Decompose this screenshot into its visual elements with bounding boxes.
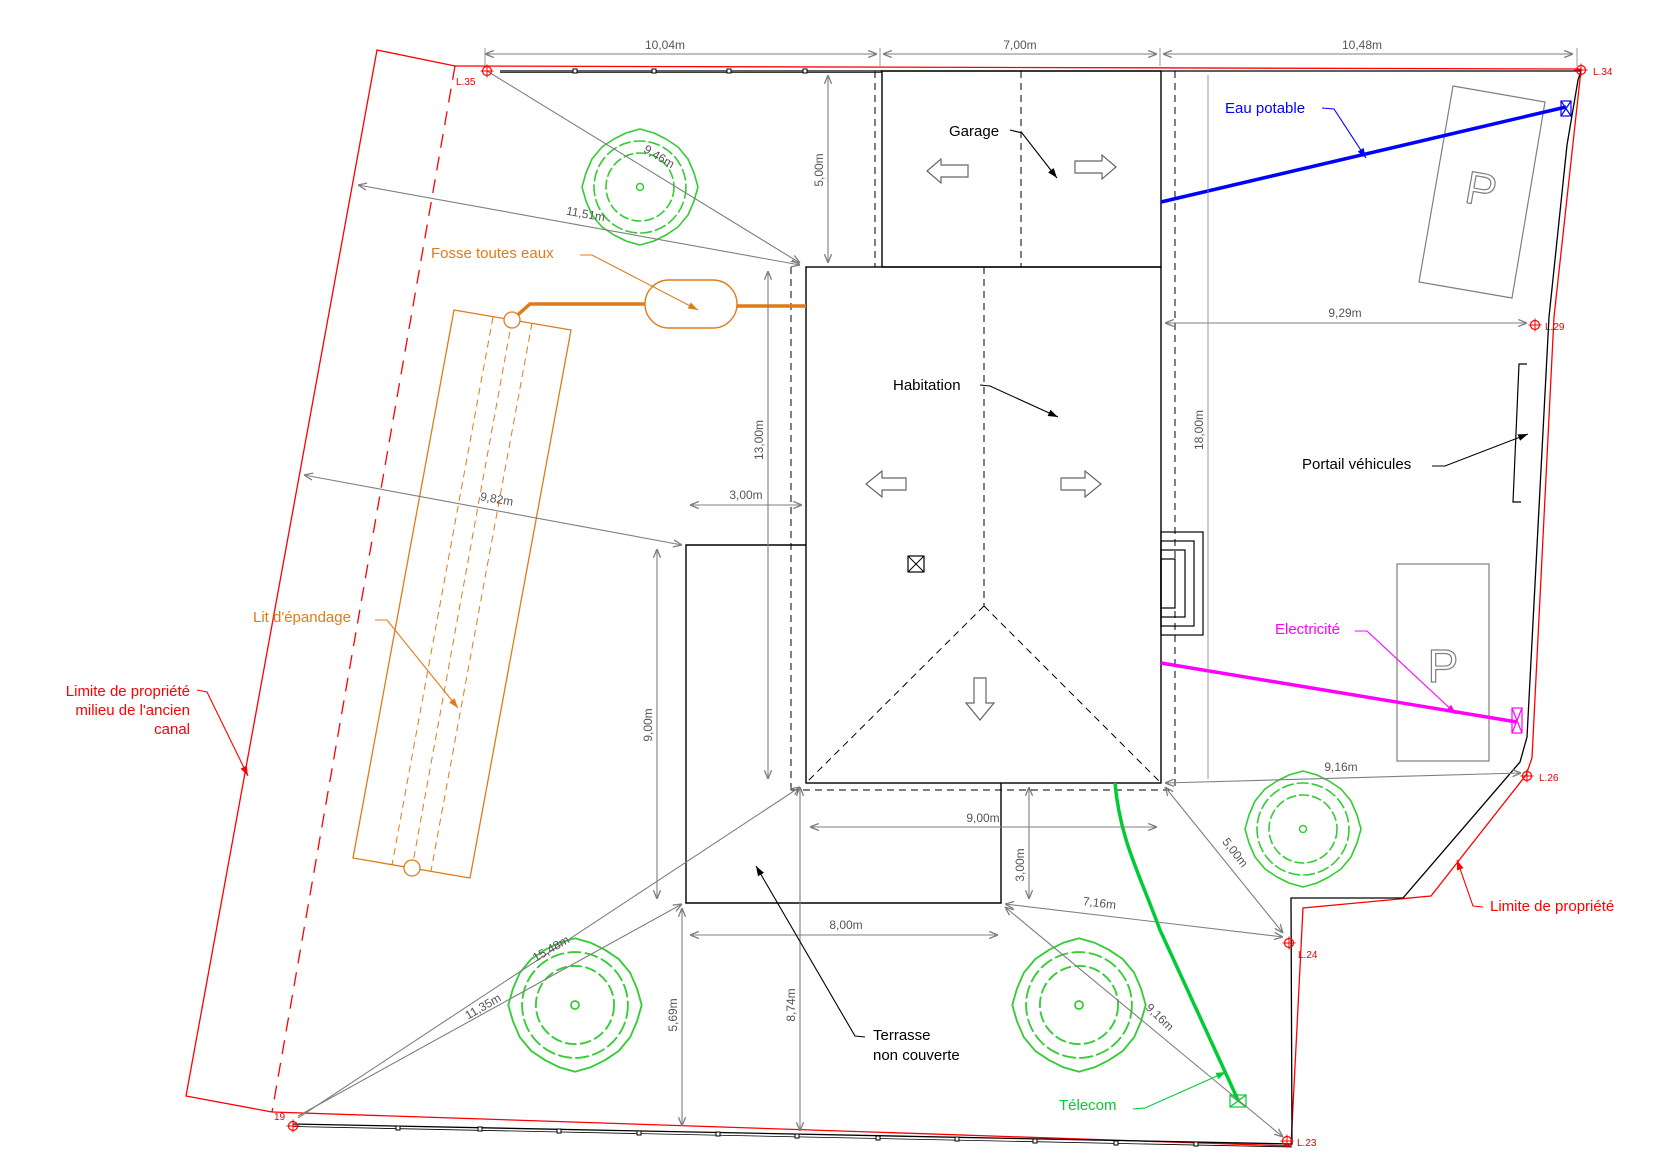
survey-point-icon xyxy=(1573,62,1589,78)
tree-icon xyxy=(581,128,699,246)
point-l26: L.26 xyxy=(1539,773,1559,784)
septic-tank xyxy=(644,279,738,329)
dim-right-18: 18,00m xyxy=(1192,410,1206,450)
tree-icon xyxy=(1244,770,1362,888)
fence xyxy=(292,70,1582,1148)
arrow-left-icon xyxy=(926,157,969,185)
chimney-stair xyxy=(1160,531,1204,636)
label-limite-canal-2: milieu de l'ancien xyxy=(75,702,190,719)
dim-diag-916a: 9,16m xyxy=(1324,760,1357,774)
dim-ter-3h: 3,00m xyxy=(1013,848,1027,881)
point-19: 19 xyxy=(274,1112,286,1123)
dim-diag-982: 9,82m xyxy=(479,489,514,509)
dim-diag-916b: 9,16m xyxy=(1143,1001,1177,1034)
point-l35: L.35 xyxy=(456,77,476,88)
dim-diag-1151: 11,51m xyxy=(565,204,606,225)
fence-posts xyxy=(395,68,1199,1147)
terrasse xyxy=(685,544,1002,904)
electricity-line xyxy=(1160,661,1518,724)
garage xyxy=(874,70,1162,268)
tree-icon xyxy=(507,937,643,1073)
label-terrasse-2: non couverte xyxy=(873,1047,960,1064)
tree-icon xyxy=(1011,937,1147,1073)
survey-points: L.35 L.34 L.29 L.26 L.24 L.23 19 xyxy=(274,62,1613,1149)
label-garage: Garage xyxy=(949,123,999,140)
parking-label: P xyxy=(1462,161,1501,218)
dim-diag-5: 5,00m xyxy=(1219,835,1251,870)
dim-ter-3w: 3,00m xyxy=(729,488,762,502)
dim-garage-depth: 5,00m xyxy=(812,153,826,186)
label-telecom: Télecom xyxy=(1059,1097,1117,1114)
dim-top-right: 10,48m xyxy=(1342,38,1382,52)
dim-top-left: 10,04m xyxy=(645,38,685,52)
point-l29: L.29 xyxy=(1545,322,1565,333)
dim-top-mid: 7,00m xyxy=(1003,38,1036,52)
dim-width-8: 8,00m xyxy=(829,918,862,932)
septic-system xyxy=(352,279,806,879)
dim-hab-13: 13,00m xyxy=(752,420,766,460)
label-limite-canal-3: canal xyxy=(154,721,190,738)
dim-diag-946: 9,46m xyxy=(641,142,677,171)
dim-diag-716: 7,16m xyxy=(1082,894,1117,912)
label-eau: Eau potable xyxy=(1225,100,1305,117)
dim-down-569: 5,69m xyxy=(666,998,680,1031)
telecom-line xyxy=(1113,782,1240,1101)
arrow-left-icon xyxy=(865,469,907,499)
point-l24: L.24 xyxy=(1298,950,1318,961)
arrow-right-icon xyxy=(1060,469,1102,499)
electricity-meter xyxy=(1511,707,1523,734)
parking-areas xyxy=(1396,85,1546,762)
vehicle-gate[interactable] xyxy=(1512,363,1527,503)
point-l34: L.34 xyxy=(1593,67,1613,78)
label-lit: Lit d'épandage xyxy=(253,609,351,626)
dim-width-9: 9,00m xyxy=(966,811,999,825)
label-fosse: Fosse toutes eaux xyxy=(431,245,554,262)
property-limits xyxy=(185,49,1582,1147)
label-electricite: Electricité xyxy=(1275,621,1340,638)
water-meter xyxy=(1560,100,1572,117)
survey-point-icon xyxy=(285,1118,301,1134)
label-habitation: Habitation xyxy=(893,377,961,394)
canal-property-limit xyxy=(185,49,456,1113)
trees xyxy=(507,128,1362,1073)
label-terrasse-1: Terrasse xyxy=(873,1027,931,1044)
arrow-down-icon xyxy=(964,677,996,721)
label-leaders xyxy=(196,107,1529,1110)
canal-center-dashed xyxy=(271,65,456,1113)
parking-label: P xyxy=(1428,640,1459,692)
septic-pipe xyxy=(510,302,645,322)
dim-ter-9h: 9,00m xyxy=(641,708,655,741)
arrow-right-icon xyxy=(1074,153,1117,181)
habitation xyxy=(790,71,1176,791)
point-l23: L.23 xyxy=(1297,1138,1317,1149)
label-limite: Limite de propriété xyxy=(1490,898,1614,915)
dim-diag-1548: 15,48m xyxy=(530,932,572,964)
label-portail: Portail véhicules xyxy=(1302,456,1411,473)
roof-slope-arrows xyxy=(865,153,1117,721)
dim-width-929: 9,29m xyxy=(1328,306,1361,320)
east-property-limit xyxy=(271,65,1582,1147)
survey-point-icon xyxy=(1527,317,1543,333)
label-limite-canal-1: Limite de propriété xyxy=(66,683,190,700)
dim-down-874: 8,74m xyxy=(784,988,798,1021)
dimension-lines xyxy=(297,48,1578,1137)
survey-point-icon xyxy=(1281,935,1297,951)
